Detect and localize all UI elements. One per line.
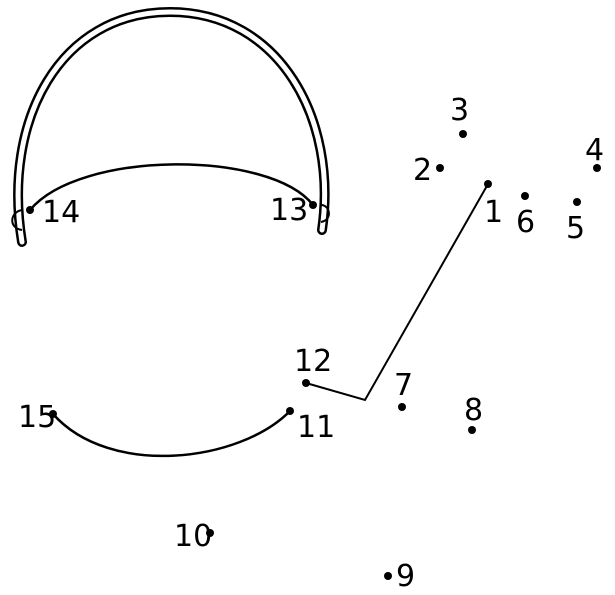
dot-label-1: 1	[484, 195, 503, 230]
dot-6[interactable]	[521, 192, 529, 200]
dot-7[interactable]	[398, 403, 406, 411]
dot-label-15: 15	[18, 400, 56, 435]
dot-label-4: 4	[585, 133, 604, 168]
dot-label-6: 6	[516, 205, 535, 240]
connector-line-1-12	[305, 183, 489, 402]
labels-layer: 1 2 3 4 5 6 7 8 9 10 11 12 13 14 15	[18, 93, 604, 594]
dot-11[interactable]	[286, 407, 294, 415]
dot-label-2: 2	[413, 153, 432, 188]
dot-12[interactable]	[302, 379, 310, 387]
dot-label-3: 3	[450, 93, 469, 128]
dot-15[interactable]	[49, 410, 57, 418]
basket-handle-inner	[15, 9, 328, 245]
dot-2[interactable]	[436, 164, 444, 172]
dot-label-10: 10	[174, 519, 212, 554]
dot-label-12: 12	[294, 344, 332, 379]
basket-rim-arc	[29, 163, 314, 211]
dot-label-11: 11	[297, 410, 335, 445]
connector-curve-15-11	[52, 410, 291, 458]
dot-1[interactable]	[484, 180, 492, 188]
dot-5[interactable]	[573, 198, 581, 206]
dot-label-9: 9	[396, 559, 415, 594]
rim-loop-left	[11, 209, 23, 231]
dot-8[interactable]	[468, 426, 476, 434]
dot-13[interactable]	[309, 201, 317, 209]
dots-layer	[26, 130, 601, 580]
dot-3[interactable]	[459, 130, 467, 138]
dot-label-8: 8	[464, 393, 483, 428]
rim-loop-right	[320, 204, 330, 223]
dot-label-7: 7	[394, 368, 413, 403]
dot-label-13: 13	[270, 193, 308, 228]
dot-4[interactable]	[593, 164, 601, 172]
dot-10[interactable]	[206, 529, 214, 537]
dot-label-5: 5	[566, 211, 585, 246]
dot-14[interactable]	[26, 206, 34, 214]
dot-9[interactable]	[384, 572, 392, 580]
dot-label-14: 14	[42, 195, 80, 230]
